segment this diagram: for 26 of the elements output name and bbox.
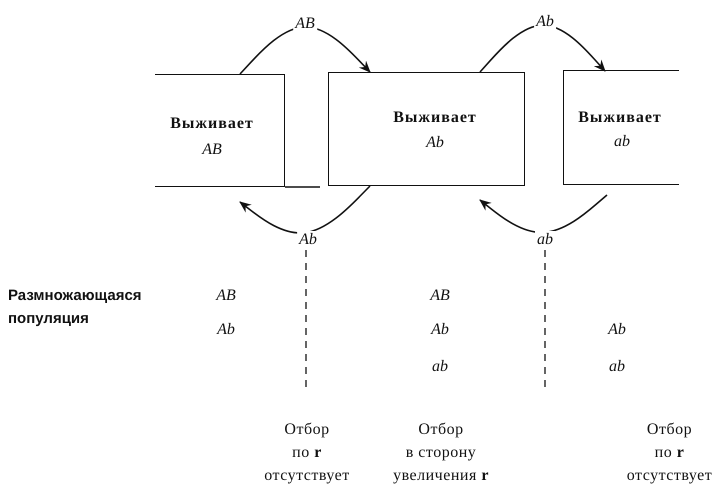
selection-note: Отбор в сторону увеличения r (392, 420, 490, 486)
genotype-label: ab (431, 357, 449, 377)
genotype-label: AB (202, 141, 222, 159)
genotype-label: Ab (606, 320, 627, 340)
genotype-label: ab (614, 133, 630, 151)
genotype-label: AB (428, 286, 451, 306)
box-heading: Выживает (578, 109, 662, 127)
row-heading: Размножающаяся популяция (8, 286, 143, 329)
edge-label: AB (293, 15, 317, 33)
population-box (155, 74, 285, 187)
genotype-label: Ab (215, 320, 236, 340)
selection-note: Отбор по r отсутствует (626, 420, 714, 486)
population-box (563, 70, 679, 185)
arrow (479, 24, 606, 73)
arrow (239, 185, 371, 234)
genotype-label: Ab (429, 320, 450, 340)
edge-label: Ab (534, 13, 556, 31)
box-heading: Выживает (393, 109, 477, 127)
genotype-label: Ab (426, 134, 444, 152)
genotype-label: ab (608, 357, 626, 377)
selection-note: Отбор по r отсутствует (263, 420, 351, 486)
box-heading: Выживает (170, 115, 254, 133)
population-box (328, 72, 525, 186)
arrow (479, 194, 608, 234)
genotype-label: AB (214, 286, 237, 306)
arrow (239, 26, 371, 75)
